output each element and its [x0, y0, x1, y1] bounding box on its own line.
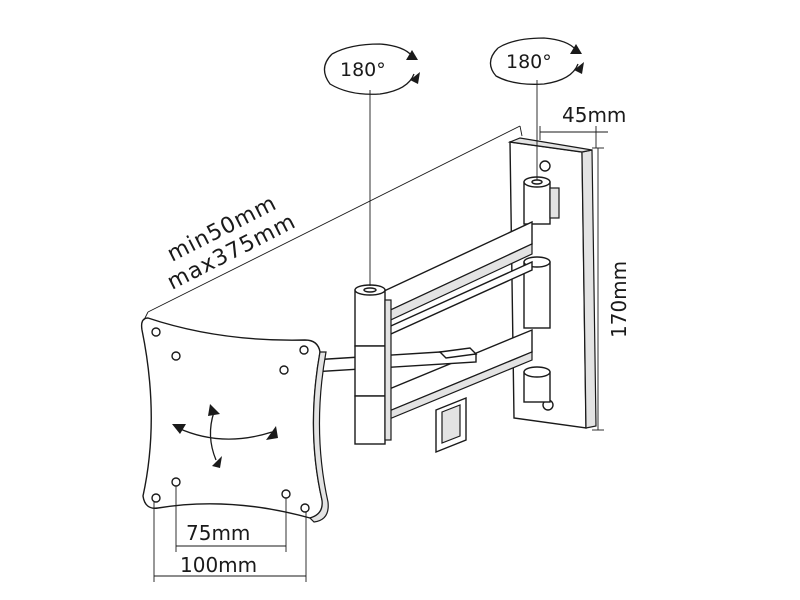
upper-arm: [381, 220, 533, 340]
lower-arm: [311, 328, 533, 423]
vesa-plate: [140, 317, 329, 523]
depth-label: 45mm: [562, 103, 626, 127]
vesa-100-dimension: 100mm: [153, 502, 307, 582]
vesa-large-label: 100mm: [180, 553, 257, 577]
extension-dimension: min50mm max375mm: [143, 125, 523, 321]
height-label: 170mm: [607, 261, 631, 338]
rotation-left-label: 180°: [340, 59, 386, 81]
depth-dimension: 45mm: [539, 103, 626, 148]
wall-hinge: [523, 176, 560, 403]
rotation-right-label: 180°: [506, 51, 552, 73]
height-dimension: 170mm: [592, 147, 631, 431]
vesa-small-label: 75mm: [186, 521, 250, 545]
middle-hinge: [354, 284, 392, 445]
rotation-arrow-icon: [570, 44, 582, 54]
rotation-arrow-icon: [406, 50, 418, 60]
rotation-callout-left: 180°: [323, 43, 420, 286]
wall-plate: [507, 137, 597, 429]
vesa-75-dimension: 75mm: [175, 486, 287, 552]
tilt-swivel-arrows-icon: [172, 404, 278, 468]
cable-clip: [435, 396, 467, 454]
rotation-callout-right: 180°: [489, 37, 584, 180]
